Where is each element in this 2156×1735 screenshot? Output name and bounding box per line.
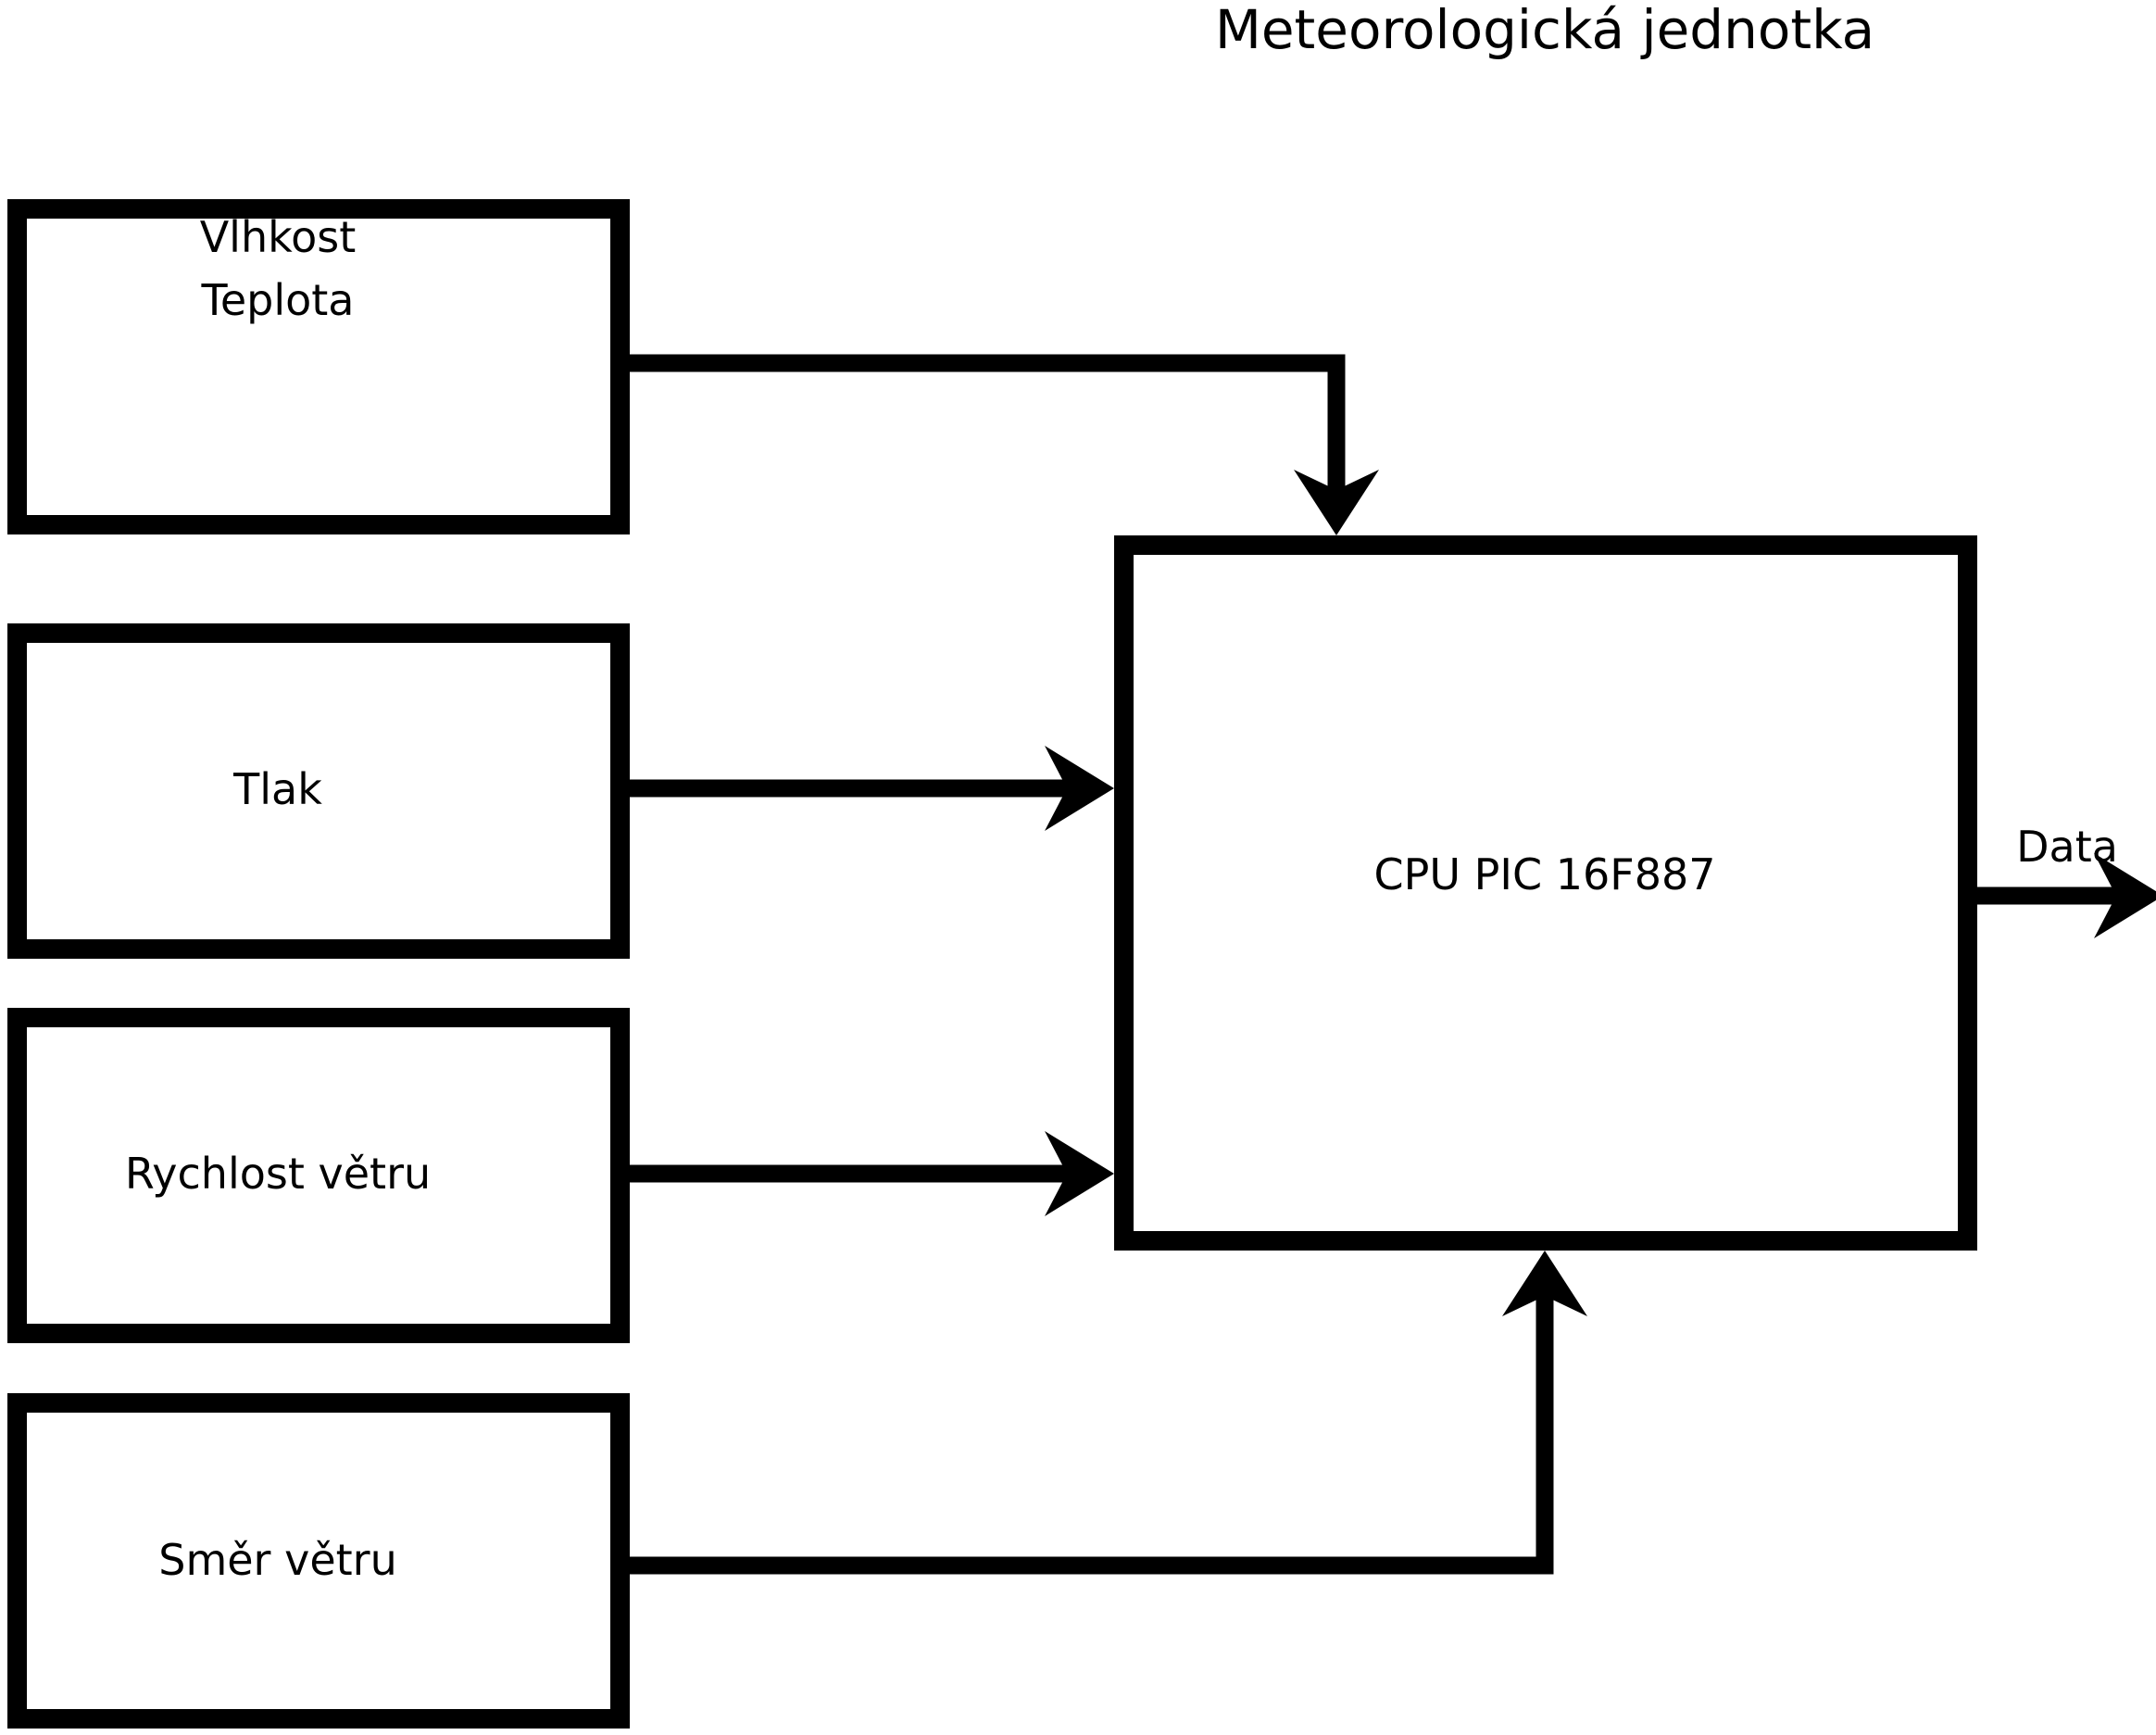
data-output-label: Data [2016,822,2118,872]
connector-cpu-to-data-output: Data [1971,822,2156,938]
connector-wind-speed-to-cpu-arrowhead-right-icon [1045,1131,1114,1216]
connector-wind-direction-to-cpu-arrowhead-up-icon [1502,1251,1587,1316]
sensor-block-humidity-temperature-label-line2: Teplota [201,275,355,325]
sensor-block-humidity-temperature[interactable]: Vlhkost Teplota [7,199,630,534]
sensor-block-humidity-temperature-label-line1: Vlhkost [200,212,357,262]
connector-pressure-to-cpu-arrowhead-right-icon [1045,746,1114,831]
sensor-block-wind-direction-label: Směr větru [158,1535,396,1585]
connector-wind-direction-to-cpu [619,1251,1587,1575]
sensor-block-pressure[interactable]: Tlak [7,623,630,959]
connector-pressure-to-cpu [619,746,1114,831]
cpu-block[interactable]: CPU PIC 16F887 [1114,535,1977,1251]
connector-humidity-to-cpu-line [619,354,1346,505]
connector-cpu-to-data-output-arrowhead-right-icon [2094,853,2156,938]
cpu-block-label: CPU PIC 16F887 [1374,849,1716,899]
connector-wind-direction-to-cpu-line [619,1289,1554,1575]
sensor-block-wind-speed-label: Rychlost větru [125,1149,431,1199]
diagram-title: Meteorologická jednotka [1215,0,1874,61]
sensor-block-pressure-label: Tlak [232,764,322,814]
sensor-block-wind-direction[interactable]: Směr větru [7,1393,630,1729]
connector-humidity-to-cpu [619,354,1379,535]
connector-wind-speed-to-cpu [619,1131,1114,1216]
sensor-block-wind-speed[interactable]: Rychlost větru [7,1008,630,1343]
cpu-block-rect [1114,535,1977,1251]
connector-humidity-to-cpu-arrowhead-down-icon [1294,470,1379,535]
